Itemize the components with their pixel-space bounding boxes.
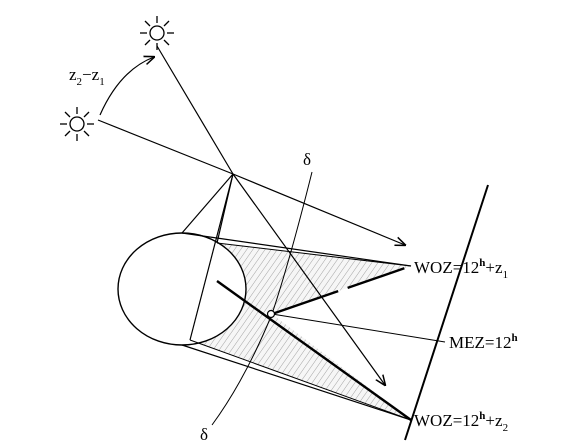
label-delta-top: δ — [303, 150, 311, 169]
sun-rays — [97, 45, 405, 385]
rotation-arc-arrow — [99, 57, 154, 116]
label-mez: MEZ=12h — [449, 332, 518, 352]
label-z2-minus-z1: z2−z1 — [69, 65, 105, 88]
label-woz-z2: WOZ=12h+z2 — [414, 410, 508, 434]
dial-wall-line — [404, 184, 489, 441]
hour-lines — [189, 242, 446, 421]
cone-lines — [181, 173, 412, 421]
label-delta-bottom: δ — [200, 425, 208, 443]
label-woz-z1: WOZ=12h+z1 — [414, 257, 508, 281]
sun-icon — [60, 107, 94, 141]
center-point — [266, 309, 276, 319]
sun-icon — [140, 16, 174, 50]
